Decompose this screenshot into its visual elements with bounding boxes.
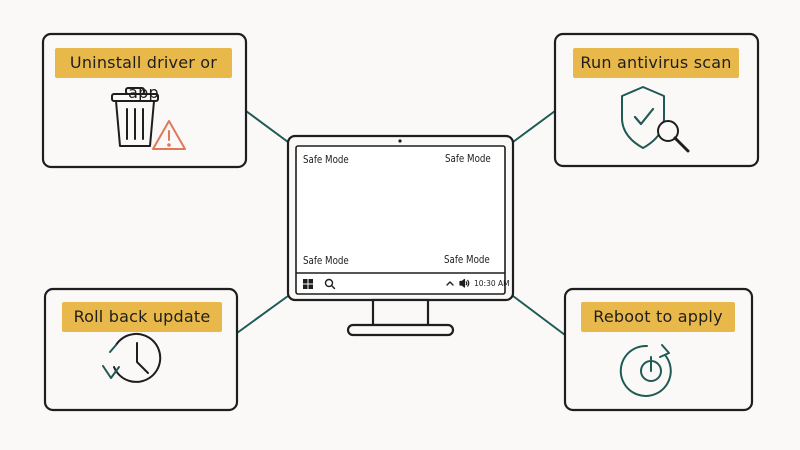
connector-reboot [512, 295, 566, 336]
webcam [398, 139, 402, 143]
power-restart-icon [619, 344, 672, 397]
reboot-label: Reboot to apply [581, 302, 735, 332]
windows-start-icon[interactable] [303, 279, 313, 289]
monitor-neck [371, 298, 430, 327]
safe-mode-watermark-bottom-left: Safe Mode [303, 254, 349, 267]
uninstall-label: Uninstall driver or app [55, 48, 232, 102]
rollback-label: Roll back update [62, 302, 222, 332]
monitor-base [346, 323, 455, 337]
antivirus-label: Run antivirus scan [573, 48, 739, 78]
trash-warning-icon [111, 87, 186, 150]
connector-uninstall [245, 110, 289, 143]
safe-mode-watermark-bottom-right: Safe Mode [444, 253, 490, 266]
safe-mode-watermark-top-left: Safe Mode [303, 153, 349, 166]
shield-check-magnifier-icon [621, 86, 690, 153]
taskbar-search-icon[interactable] [324, 278, 336, 290]
tray-chevron-up-icon[interactable] [446, 281, 454, 286]
safe-mode-watermark-top-right: Safe Mode [445, 152, 491, 165]
taskbar-clock: 10:30 AM [474, 279, 510, 288]
history-clock-icon [102, 332, 162, 383]
speaker-icon[interactable] [459, 278, 470, 288]
monitor [286, 134, 515, 337]
connector-antivirus [512, 110, 556, 143]
monitor-screen [295, 145, 506, 295]
connector-rollback [236, 295, 289, 334]
